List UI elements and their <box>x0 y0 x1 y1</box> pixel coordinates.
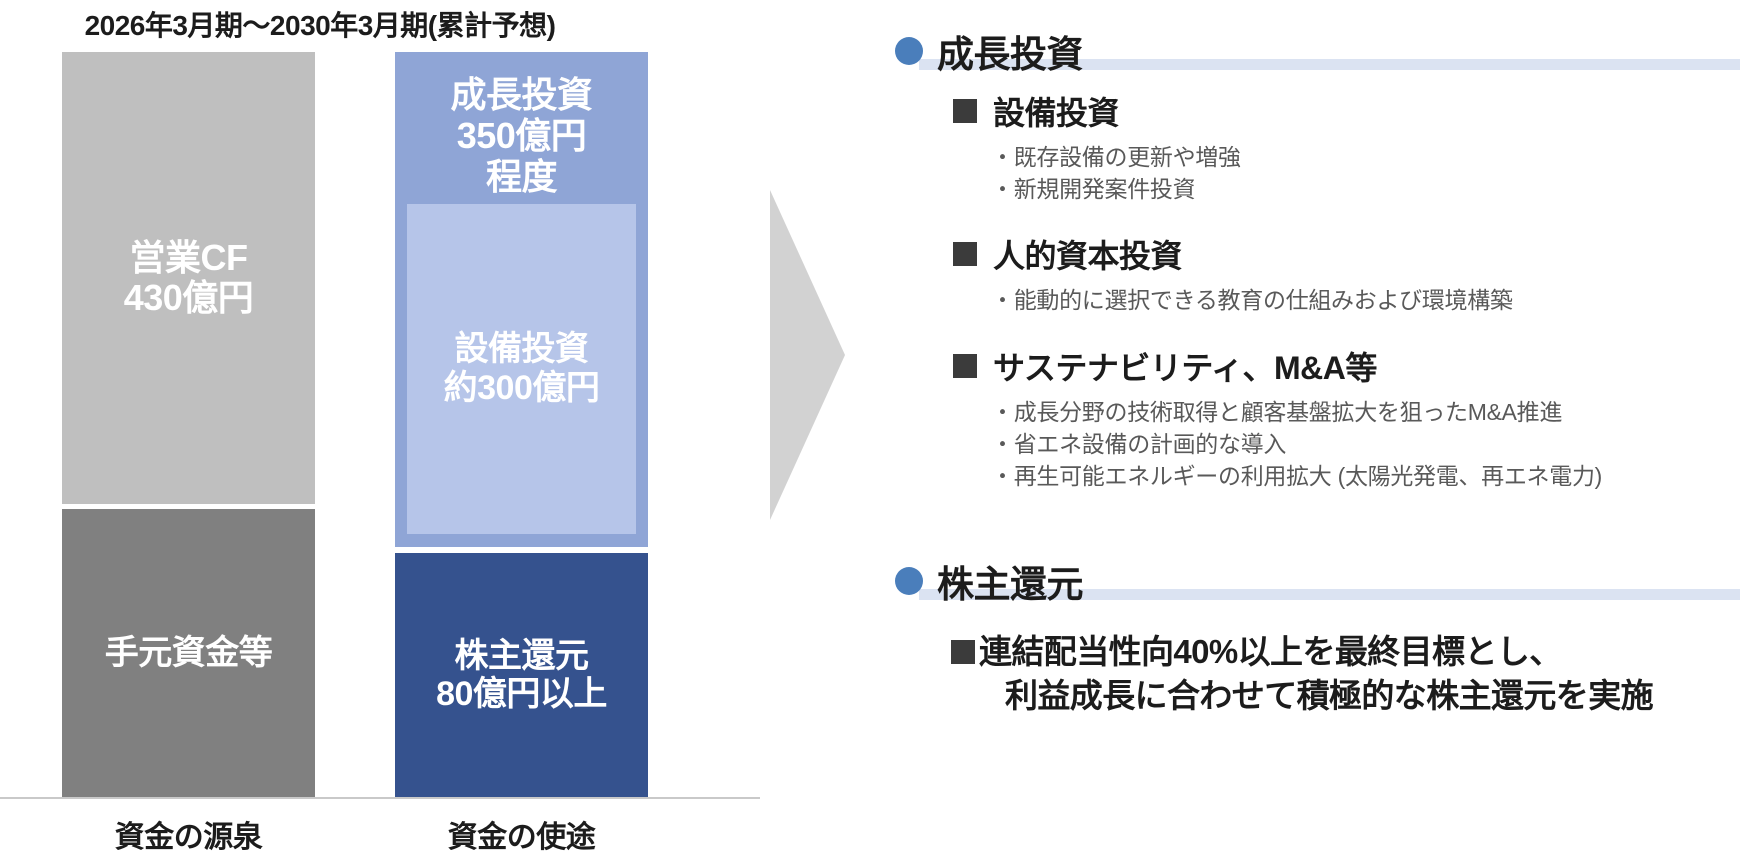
capex-value: 約300億円 <box>443 369 600 407</box>
ocf-value: 430億円 <box>123 277 254 318</box>
chart-title: 2026年3月期～2030年3月期(累計予想) <box>84 10 556 41</box>
section-header-shareholder-return: 株主還元 <box>895 558 1740 605</box>
square-bullet-icon <box>953 99 977 123</box>
capex-label: 設備投資 <box>454 330 589 369</box>
details-panel: 成長投資 設備投資 既存設備の更新や増強 新規開発案件投資 人的資本投資 能動的… <box>895 0 1740 840</box>
bullet-list-sustainability-ma: 成長分野の技術取得と顧客基盤拡大を狙ったM&A推進 省エネ設備の計画的な導入 再… <box>991 397 1740 492</box>
axis-label-sources: 資金の源泉 <box>114 821 263 854</box>
cash-label: 手元資金等 <box>104 633 273 672</box>
statement-line-1: 連結配当性向40%以上を最終目標とし、 <box>979 633 1562 671</box>
square-bullet-icon <box>953 242 977 267</box>
funding-chart-panel: 2026年3月期～2030年3月期(累計予想) 営業CF 430億円 手元資金等… <box>0 0 780 854</box>
chart-plot-area: 営業CF 430億円 手元資金等 成長投資 350億円 程度 設備投資 約 <box>0 52 760 854</box>
growth-qualifier: 程度 <box>485 156 558 198</box>
list-item: 新規開発案件投資 <box>991 174 1740 206</box>
shareholder-return-statement: 連結配当性向40%以上を最終目標とし、 利益成長に合わせて積極的な株主還元を実施 <box>951 630 1740 718</box>
return-label: 株主還元 <box>454 636 589 675</box>
subsection-human-capital: 人的資本投資 <box>953 231 1740 277</box>
section-rule <box>919 59 1740 70</box>
subsection-title-human-capital: 人的資本投資 <box>993 238 1183 275</box>
list-item: 省エネ設備の計画的な導入 <box>991 429 1740 461</box>
subsection-sustainability-ma: サステナビリティ、M&A等 <box>953 343 1740 389</box>
section-header-growth-investment: 成長投資 <box>895 28 1740 75</box>
list-item: 再生可能エネルギーの利用拡大 (太陽光発電、再エネ電力) <box>991 461 1740 493</box>
section-title-shareholder-return: 株主還元 <box>937 564 1084 606</box>
circle-bullet-icon <box>895 567 923 596</box>
axis-label-uses: 資金の使途 <box>447 821 596 854</box>
bullet-list-human-capital: 能動的に選択できる教育の仕組みおよび環境構築 <box>991 285 1740 317</box>
bar-segment-cash-on-hand: 手元資金等 <box>62 509 315 797</box>
list-item: 既存設備の更新や増強 <box>991 142 1740 174</box>
bullet-list-capex: 既存設備の更新や増強 新規開発案件投資 <box>991 142 1740 205</box>
circle-bullet-icon <box>895 37 923 65</box>
section-rule <box>919 589 1740 601</box>
list-item: 成長分野の技術取得と顧客基盤拡大を狙ったM&A推進 <box>991 397 1740 429</box>
subsection-capital-expenditure: 設備投資 <box>953 88 1740 134</box>
growth-value: 350億円 <box>456 115 587 157</box>
subsection-title-capex: 設備投資 <box>993 95 1120 131</box>
bar-segment-growth-investment: 成長投資 350億円 程度 設備投資 約300億円 <box>395 52 648 547</box>
list-item: 能動的に選択できる教育の仕組みおよび環境構築 <box>991 285 1740 317</box>
square-bullet-icon <box>953 354 977 379</box>
section-title-growth-investment: 成長投資 <box>937 34 1084 75</box>
ocf-label: 営業CF <box>129 236 248 278</box>
bar-segment-shareholder-return: 株主還元 80億円以上 <box>395 553 648 797</box>
bar-segment-capex: 設備投資 約300億円 <box>407 204 636 534</box>
growth-investment-label-group: 成長投資 350億円 程度 <box>395 74 648 197</box>
chart-baseline <box>0 797 760 799</box>
bar-segment-operating-cf: 営業CF 430億円 <box>62 52 315 504</box>
arrow-right-icon <box>770 190 870 520</box>
statement-line-2: 利益成長に合わせて積極的な株主還元を実施 <box>1005 677 1654 715</box>
square-bullet-icon <box>951 640 975 665</box>
subsection-title-sustainability-ma: サステナビリティ、M&A等 <box>993 350 1377 387</box>
growth-label: 成長投資 <box>450 74 593 115</box>
return-value: 80億円以上 <box>436 675 607 713</box>
